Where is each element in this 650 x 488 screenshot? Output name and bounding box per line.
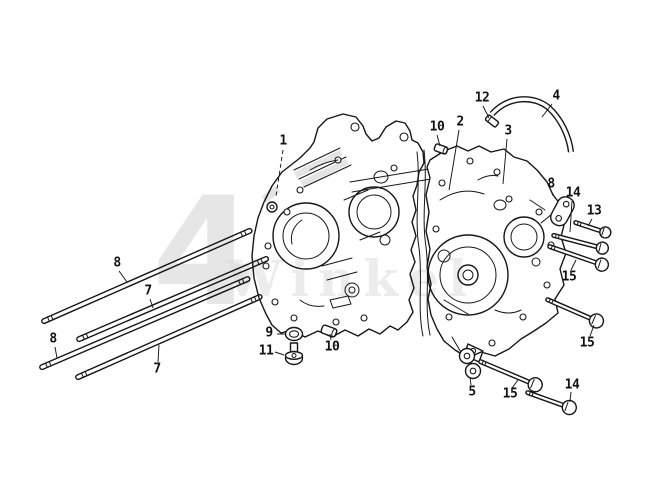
callout-7: 7 [153, 361, 161, 377]
bolt-14-upper [551, 232, 610, 255]
gasket-joint-line [416, 149, 431, 337]
callout-10: 10 [429, 119, 445, 135]
callout-12: 12 [474, 90, 490, 106]
callout-9: 9 [265, 325, 273, 341]
callout-8: 8 [49, 331, 57, 347]
callout-2: 2 [456, 114, 464, 130]
dowel-pin-lower [320, 324, 338, 338]
callout-15: 15 [561, 269, 577, 285]
sealing-washer [284, 326, 304, 342]
callout-14: 14 [565, 185, 581, 201]
callout-3: 3 [504, 123, 512, 139]
callout-11: 11 [258, 343, 274, 359]
bolt-15-middle [545, 297, 605, 329]
stud-bolt-7-lower [75, 294, 263, 381]
bolt-14-bottom [525, 390, 578, 416]
crankcase-right-half [425, 145, 567, 363]
callout-7: 7 [144, 283, 152, 299]
callout-8: 8 [113, 255, 121, 271]
callout-15: 15 [502, 386, 518, 402]
shading-patches [262, 150, 349, 203]
callout-13: 13 [586, 203, 602, 219]
callout-8: 8 [547, 176, 555, 192]
dowel-pin-upper [433, 143, 449, 155]
callout-5: 5 [468, 384, 476, 400]
stud-bolt-7-upper [76, 255, 270, 343]
bolt-15-bottom [478, 359, 543, 393]
callout-15: 15 [579, 335, 595, 351]
bolt-15-upper [547, 244, 610, 272]
callout-10: 10 [324, 339, 340, 355]
stud-bolt-8-upper [41, 227, 253, 325]
drain-bolt [284, 342, 304, 366]
callout-4: 4 [552, 88, 560, 104]
eyelet-bracket-5 [458, 347, 482, 380]
callout-1: 1 [279, 133, 287, 149]
callout-14: 14 [564, 377, 580, 393]
